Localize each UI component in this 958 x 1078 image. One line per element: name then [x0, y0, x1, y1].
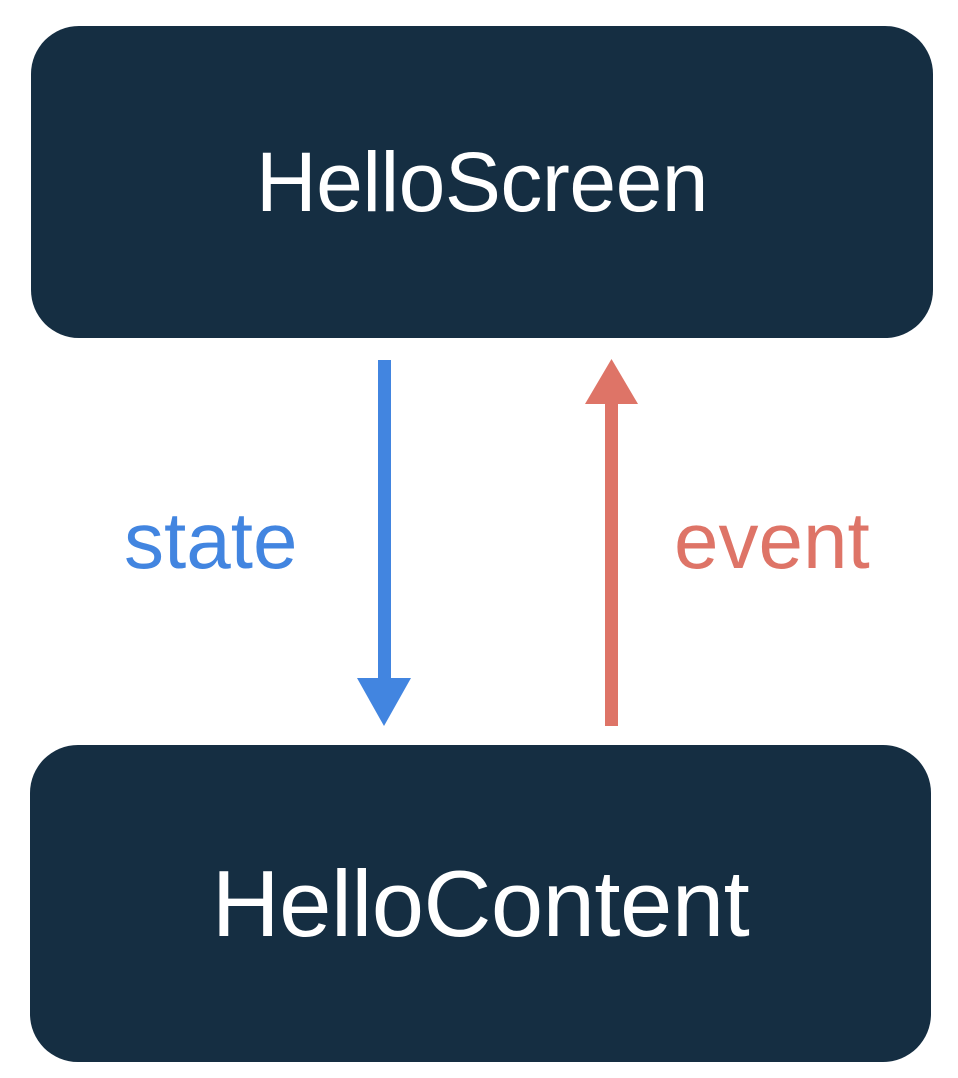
node-hello-screen-label: HelloScreen — [255, 135, 709, 229]
state-arrow-head-icon — [357, 678, 411, 726]
node-hello-content-label: HelloContent — [211, 850, 750, 956]
edge-state-arrow — [357, 360, 411, 726]
event-arrow-shaft — [605, 402, 618, 726]
node-hello-content[interactable]: HelloContent — [30, 745, 931, 1062]
event-arrow-head-icon — [585, 359, 638, 404]
edge-label-state: state — [124, 496, 298, 585]
edge-label-event: event — [674, 496, 870, 585]
state-arrow-shaft — [378, 360, 391, 680]
edge-event-arrow — [585, 359, 638, 726]
node-hello-screen[interactable]: HelloScreen — [31, 26, 933, 338]
